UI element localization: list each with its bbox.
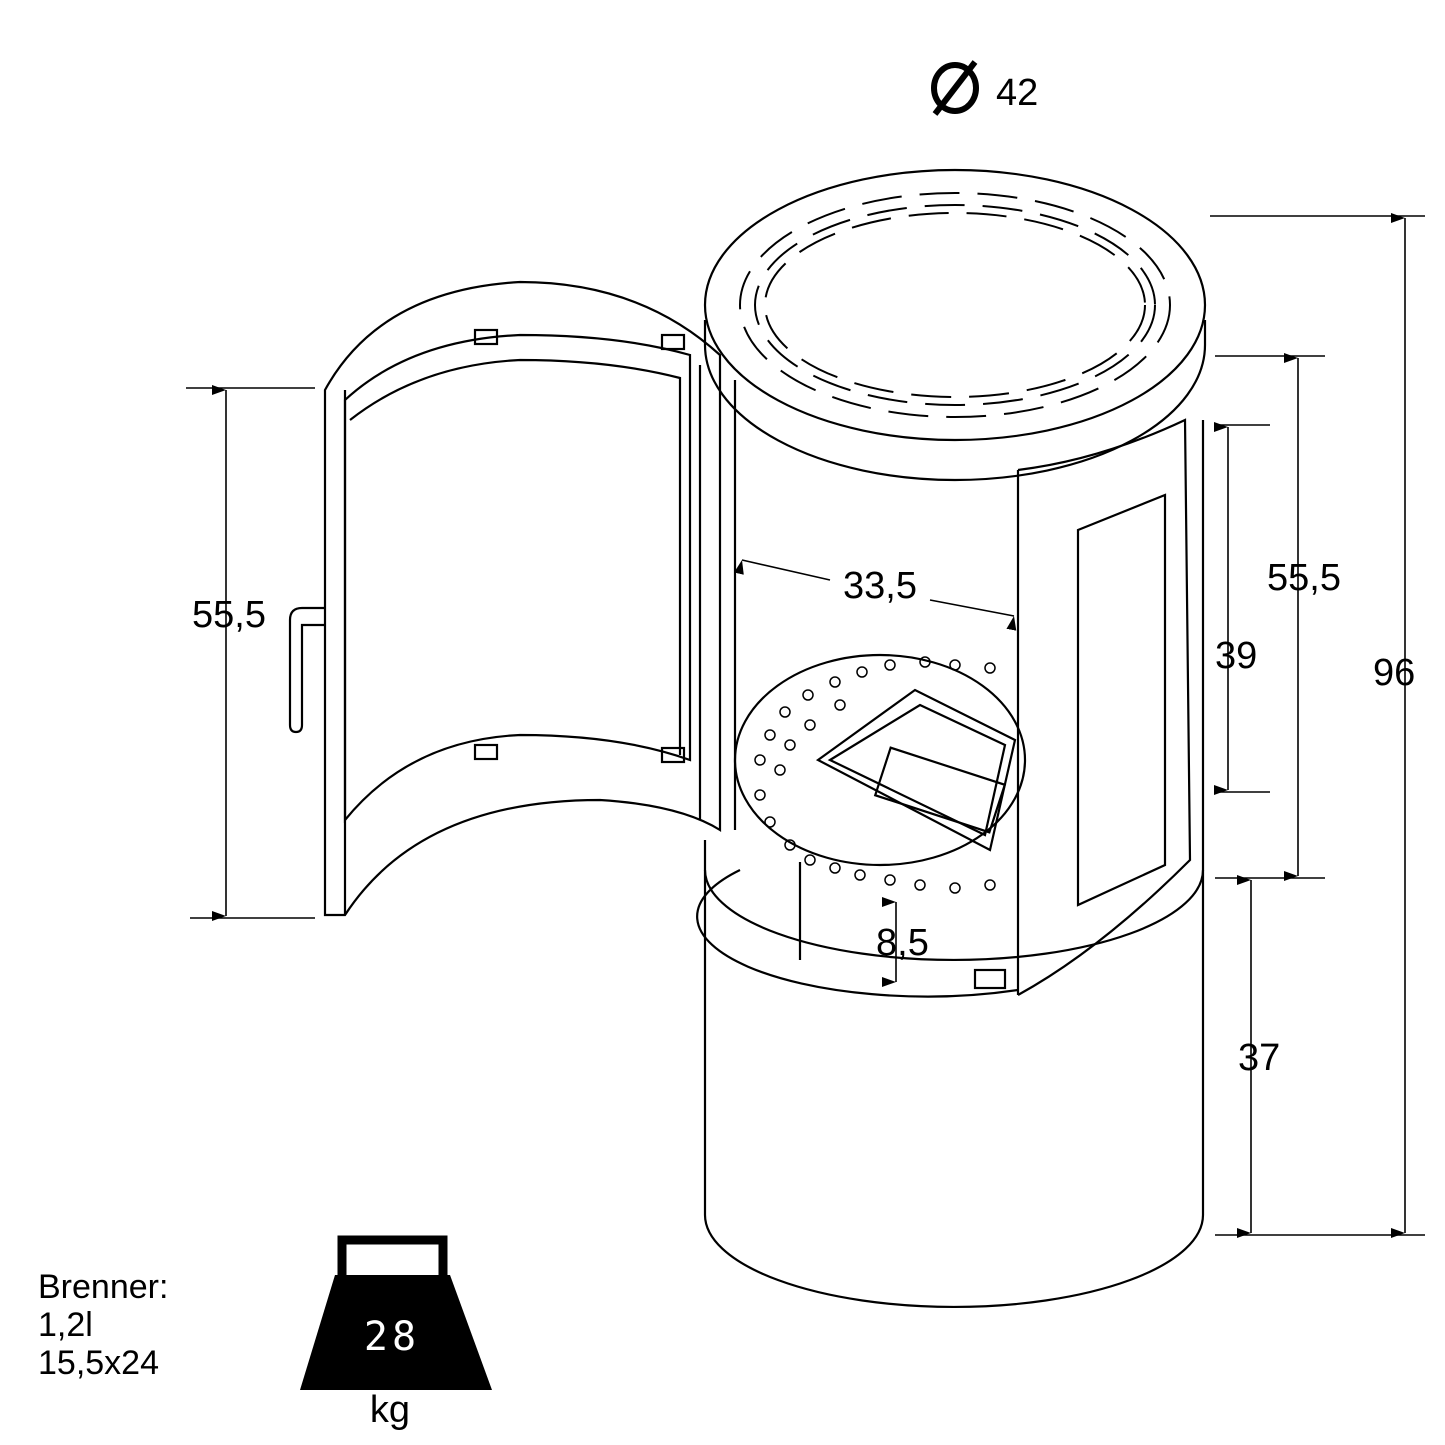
glass-height-label: 39 (1215, 635, 1257, 677)
base-height-label: 37 (1238, 1037, 1280, 1079)
open-door (323, 280, 722, 917)
stove-outline (288, 168, 1207, 1309)
total-height-label: 96 (1373, 652, 1415, 694)
burner-size: 15,5x24 (38, 1344, 159, 1382)
dimension-lines (186, 213, 1425, 1238)
diameter-label: 42 (996, 72, 1038, 114)
weight-value: 28 (364, 1314, 420, 1360)
top-vent-slots (739, 192, 1171, 418)
side-window (1076, 493, 1167, 907)
door-height-label: 55,5 (192, 594, 266, 636)
burner-floor (733, 653, 1027, 867)
stove-body (703, 420, 1205, 1309)
opening-height-label: 55,5 (1267, 557, 1341, 599)
burner-slot (873, 746, 1007, 834)
diameter-symbol-icon (931, 60, 979, 116)
inner-width-label: 33,5 (843, 565, 917, 607)
door-handle (288, 606, 325, 734)
burner-label: Brenner: (38, 1268, 169, 1306)
burner-depth-label: 8,5 (876, 922, 929, 964)
weight-unit: kg (370, 1389, 410, 1431)
burner-tray (815, 688, 1017, 852)
top-plate (703, 168, 1207, 442)
floor-holes (754, 656, 996, 894)
base-band (703, 869, 1205, 962)
hinge (973, 968, 1007, 990)
weight-icon (300, 1235, 492, 1390)
burner-volume: 1,2l (38, 1306, 93, 1344)
